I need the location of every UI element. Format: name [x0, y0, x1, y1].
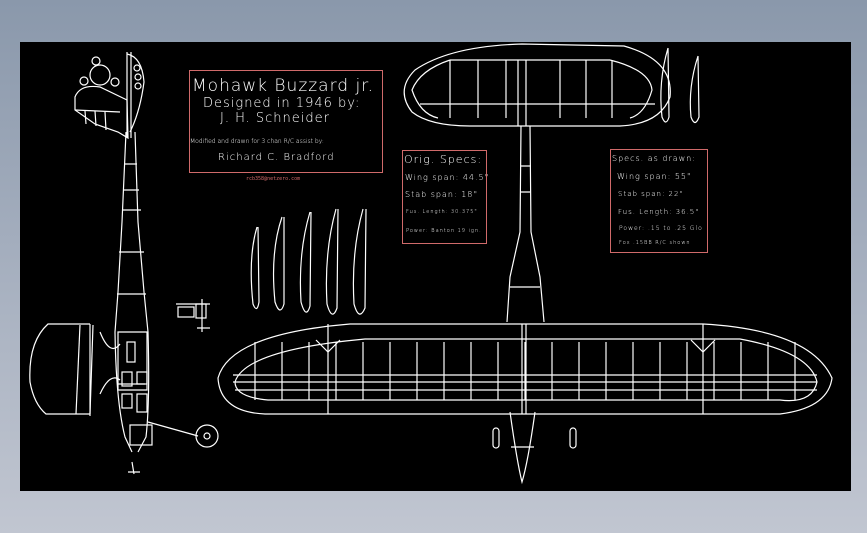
original-specs-heading: Orig. Specs:: [404, 153, 483, 166]
stabilizer-top-view: [403, 43, 671, 127]
drawn-specs-block: [610, 149, 708, 253]
designer-name: J. H. Schneider: [220, 111, 330, 126]
fin-rudder-side-view: [74, 52, 145, 140]
drawn-spec-item: Fox .15BB R/C shown: [619, 240, 691, 246]
fuselage-top-view: [506, 125, 545, 485]
original-specs-block: [402, 150, 487, 244]
title-text: Mohawk Buzzard jr.: [192, 76, 375, 96]
drawn-spec-item: Fus. Length: 36.5": [618, 208, 700, 216]
designed-by-text: Designed in 1946 by:: [203, 96, 361, 111]
stab-rib-templates: [660, 47, 700, 124]
wing-rib-templates: [250, 208, 367, 315]
fuselage-side-view: [114, 131, 219, 475]
main-wing-top-view: [217, 323, 833, 449]
stabilizer-side-view: [29, 323, 121, 416]
drawn-specs-heading: Specs. as drawn:: [612, 154, 696, 163]
original-spec-item: Fus. Length: 30.375": [406, 209, 478, 215]
title-block: [189, 70, 383, 173]
drawn-spec-item: Wing span: 55": [617, 172, 692, 181]
original-spec-item: Power: Banton 19 ign.: [406, 228, 482, 234]
original-spec-item: Wing span: 44.5": [405, 173, 490, 182]
engine-detail: [176, 299, 210, 332]
modified-by-text: Modified and drawn for 3 chan R/C assist…: [190, 138, 324, 145]
original-spec-item: Stab span: 18": [405, 190, 479, 199]
plan-drawing: [29, 43, 833, 485]
modifier-name: Richard C. Bradford: [218, 152, 335, 163]
credit-text: rcb358@netzero.com: [246, 176, 301, 182]
drawn-spec-item: Power: .15 to .25 Glo: [619, 225, 703, 232]
drawn-spec-item: Stab span: 22": [618, 190, 684, 198]
cad-drawing-canvas[interactable]: Mohawk Buzzard jr. Designed in 1946 by: …: [20, 42, 851, 491]
